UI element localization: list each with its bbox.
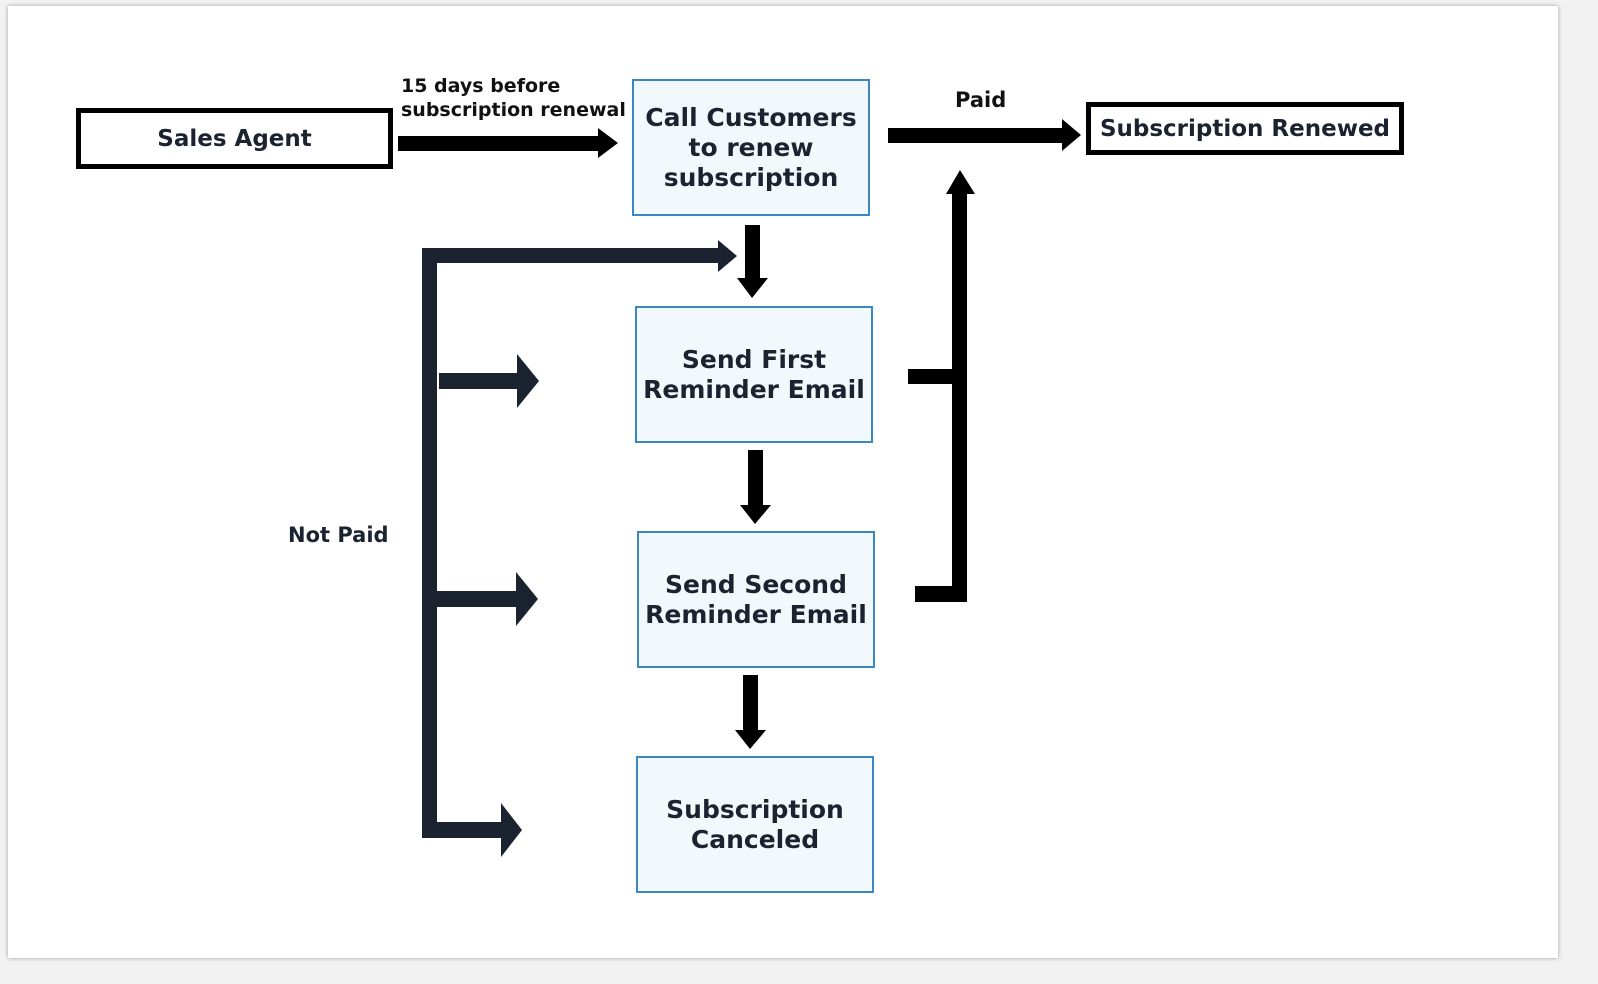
node-subscription-canceled: Subscription Canceled — [636, 756, 874, 893]
node-second-reminder-label: Send Second Reminder Email — [645, 569, 867, 629]
node-subscription-renewed-label: Subscription Renewed — [1099, 115, 1391, 142]
node-first-reminder: Send First Reminder Email — [635, 306, 873, 443]
node-subscription-renewed: Subscription Renewed — [1086, 102, 1404, 155]
arrow-agent-to-call — [398, 128, 618, 158]
arrow-paid-return — [908, 170, 975, 602]
node-sales-agent-label: Sales Agent — [157, 125, 312, 152]
arrow-call-to-first — [737, 225, 768, 298]
node-call-customers: Call Customers to renew subscription — [632, 79, 870, 216]
arrow-not-paid — [422, 240, 737, 857]
arrow-call-to-renewed — [888, 119, 1081, 151]
node-first-reminder-label: Send First Reminder Email — [643, 344, 865, 404]
arrow-first-to-second — [740, 450, 771, 524]
node-call-customers-label: Call Customers to renew subscription — [645, 102, 857, 192]
node-sales-agent: Sales Agent — [76, 108, 393, 169]
node-second-reminder: Send Second Reminder Email — [637, 531, 875, 668]
edge-label-paid: Paid — [955, 88, 1007, 112]
edge-label-trigger: 15 days before subscription renewal — [401, 75, 626, 121]
arrow-second-to-canceled — [735, 675, 766, 749]
node-subscription-canceled-label: Subscription Canceled — [666, 794, 844, 854]
edge-label-not-paid: Not Paid — [288, 523, 389, 547]
